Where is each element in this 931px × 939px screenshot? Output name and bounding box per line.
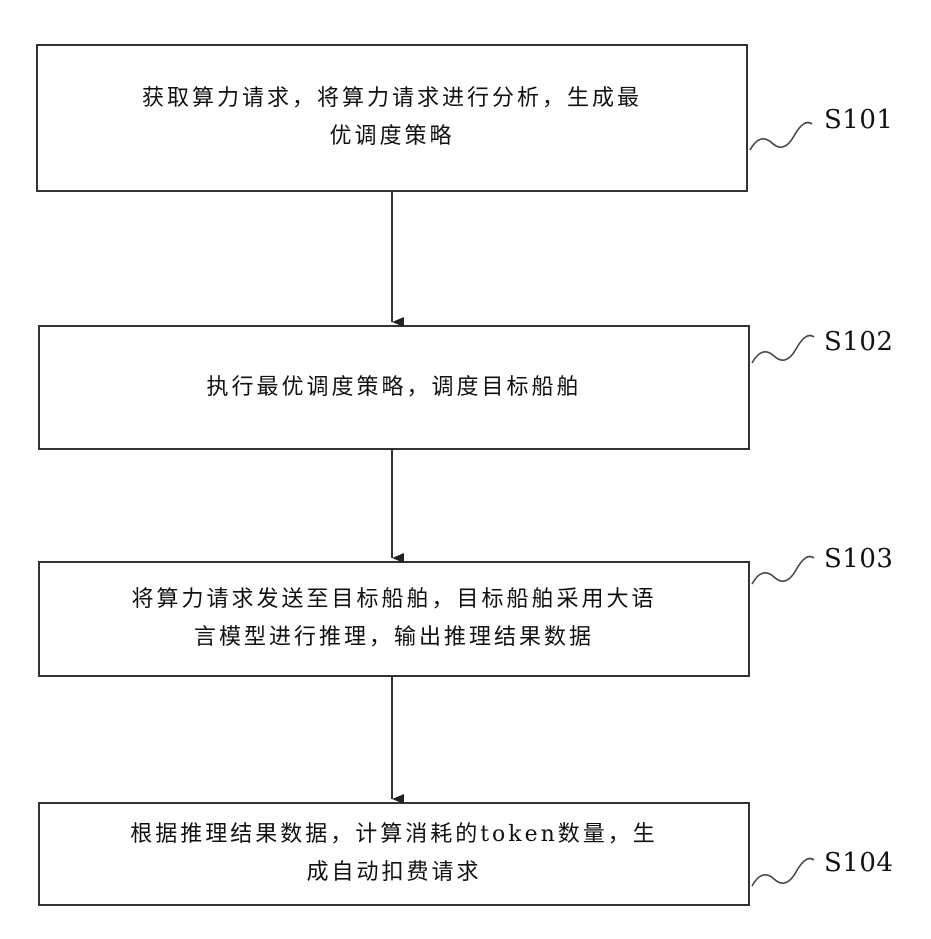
leader-s104 xyxy=(752,859,814,887)
leader-s102 xyxy=(752,336,814,364)
leader-s101 xyxy=(750,123,812,151)
leader-s103 xyxy=(752,557,814,585)
